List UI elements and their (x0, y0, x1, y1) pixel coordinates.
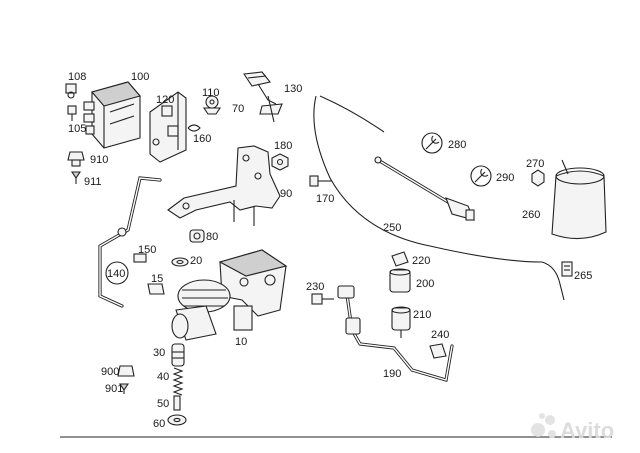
part-220-cap (391, 251, 409, 267)
callout-circle-140 (105, 261, 129, 285)
part-280-rod (374, 156, 450, 204)
label-20: 20 (190, 255, 202, 267)
part-105-screw (67, 105, 77, 121)
part-10-compressor (171, 249, 288, 341)
label-150: 150 (138, 244, 156, 256)
part-911-screw (70, 171, 82, 184)
label-108: 108 (68, 71, 86, 83)
label-280: 280 (448, 139, 466, 151)
label-200: 200 (416, 278, 434, 290)
label-15: 15 (151, 273, 163, 285)
label-30: 30 (153, 347, 165, 359)
label-210: 210 (413, 309, 431, 321)
label-250: 250 (383, 222, 401, 234)
part-150-connector (133, 253, 147, 263)
part-80-damper (189, 229, 205, 243)
wrench-badge-280 (421, 132, 443, 154)
label-10: 10 (235, 336, 247, 348)
part-15-fitting (147, 283, 165, 295)
label-170: 170 (316, 193, 334, 205)
label-90: 90 (280, 188, 292, 200)
label-180: 180 (274, 140, 292, 152)
part-70-linkage (257, 83, 283, 123)
label-40: 40 (157, 371, 169, 383)
part-60-washer (167, 414, 187, 426)
wrench-icon (425, 135, 440, 150)
part-230-bolt (311, 293, 334, 305)
part-110-bolt (202, 95, 222, 115)
label-80: 80 (206, 231, 218, 243)
wrench-icon (474, 168, 489, 183)
label-105: 105 (68, 123, 86, 135)
part-130-clip (243, 71, 271, 87)
label-60: 60 (153, 418, 165, 430)
label-190: 190 (383, 368, 401, 380)
part-290-fitting (445, 197, 475, 221)
part-901-screw (118, 383, 130, 394)
part-900-bracket (117, 365, 135, 377)
part-20-washer (171, 257, 189, 267)
label-260: 260 (522, 209, 540, 221)
label-50: 50 (157, 398, 169, 410)
label-230: 230 (306, 281, 324, 293)
part-250-air-line (313, 95, 565, 301)
label-265: 265 (574, 270, 592, 282)
part-190-hose-assembly (337, 285, 454, 383)
label-70: 70 (232, 103, 244, 115)
part-240-clamp (429, 343, 447, 359)
part-30-sleeve (171, 343, 185, 367)
label-110: 110 (202, 87, 220, 99)
part-100-control-unit (83, 81, 141, 149)
watermark: Avito (531, 413, 614, 443)
label-270: 270 (526, 158, 544, 170)
label-120: 120 (156, 94, 174, 106)
label-900: 900 (101, 366, 119, 378)
part-910-bracket (67, 151, 85, 167)
part-200-valve-block (389, 268, 411, 293)
label-911: 911 (84, 176, 102, 188)
label-220: 220 (412, 255, 430, 267)
avito-logo-icon (531, 413, 556, 438)
label-130: 130 (284, 83, 302, 95)
part-210-filter (391, 306, 411, 338)
label-100: 100 (131, 71, 149, 83)
wrench-badge-290 (470, 165, 492, 187)
label-290: 290 (496, 172, 514, 184)
part-50-pin (173, 395, 181, 411)
part-108-connector (65, 83, 77, 99)
label-160: 160 (193, 133, 211, 145)
part-40-spring (172, 367, 184, 396)
label-910: 910 (90, 154, 108, 166)
part-160-clip (187, 124, 201, 132)
part-260-reservoir (551, 159, 607, 240)
label-901: 901 (105, 383, 123, 395)
part-270-nut (531, 169, 545, 187)
label-140: 140 (107, 268, 125, 280)
part-90-main-bracket (167, 145, 281, 226)
part-180-nut (271, 153, 289, 171)
part-265-valve (561, 261, 573, 277)
part-140-pipe (98, 176, 162, 308)
label-240: 240 (431, 329, 449, 341)
part-120-mounting-plate (149, 91, 187, 163)
watermark-text: Avito (560, 418, 614, 443)
part-170-bolt (309, 175, 332, 187)
